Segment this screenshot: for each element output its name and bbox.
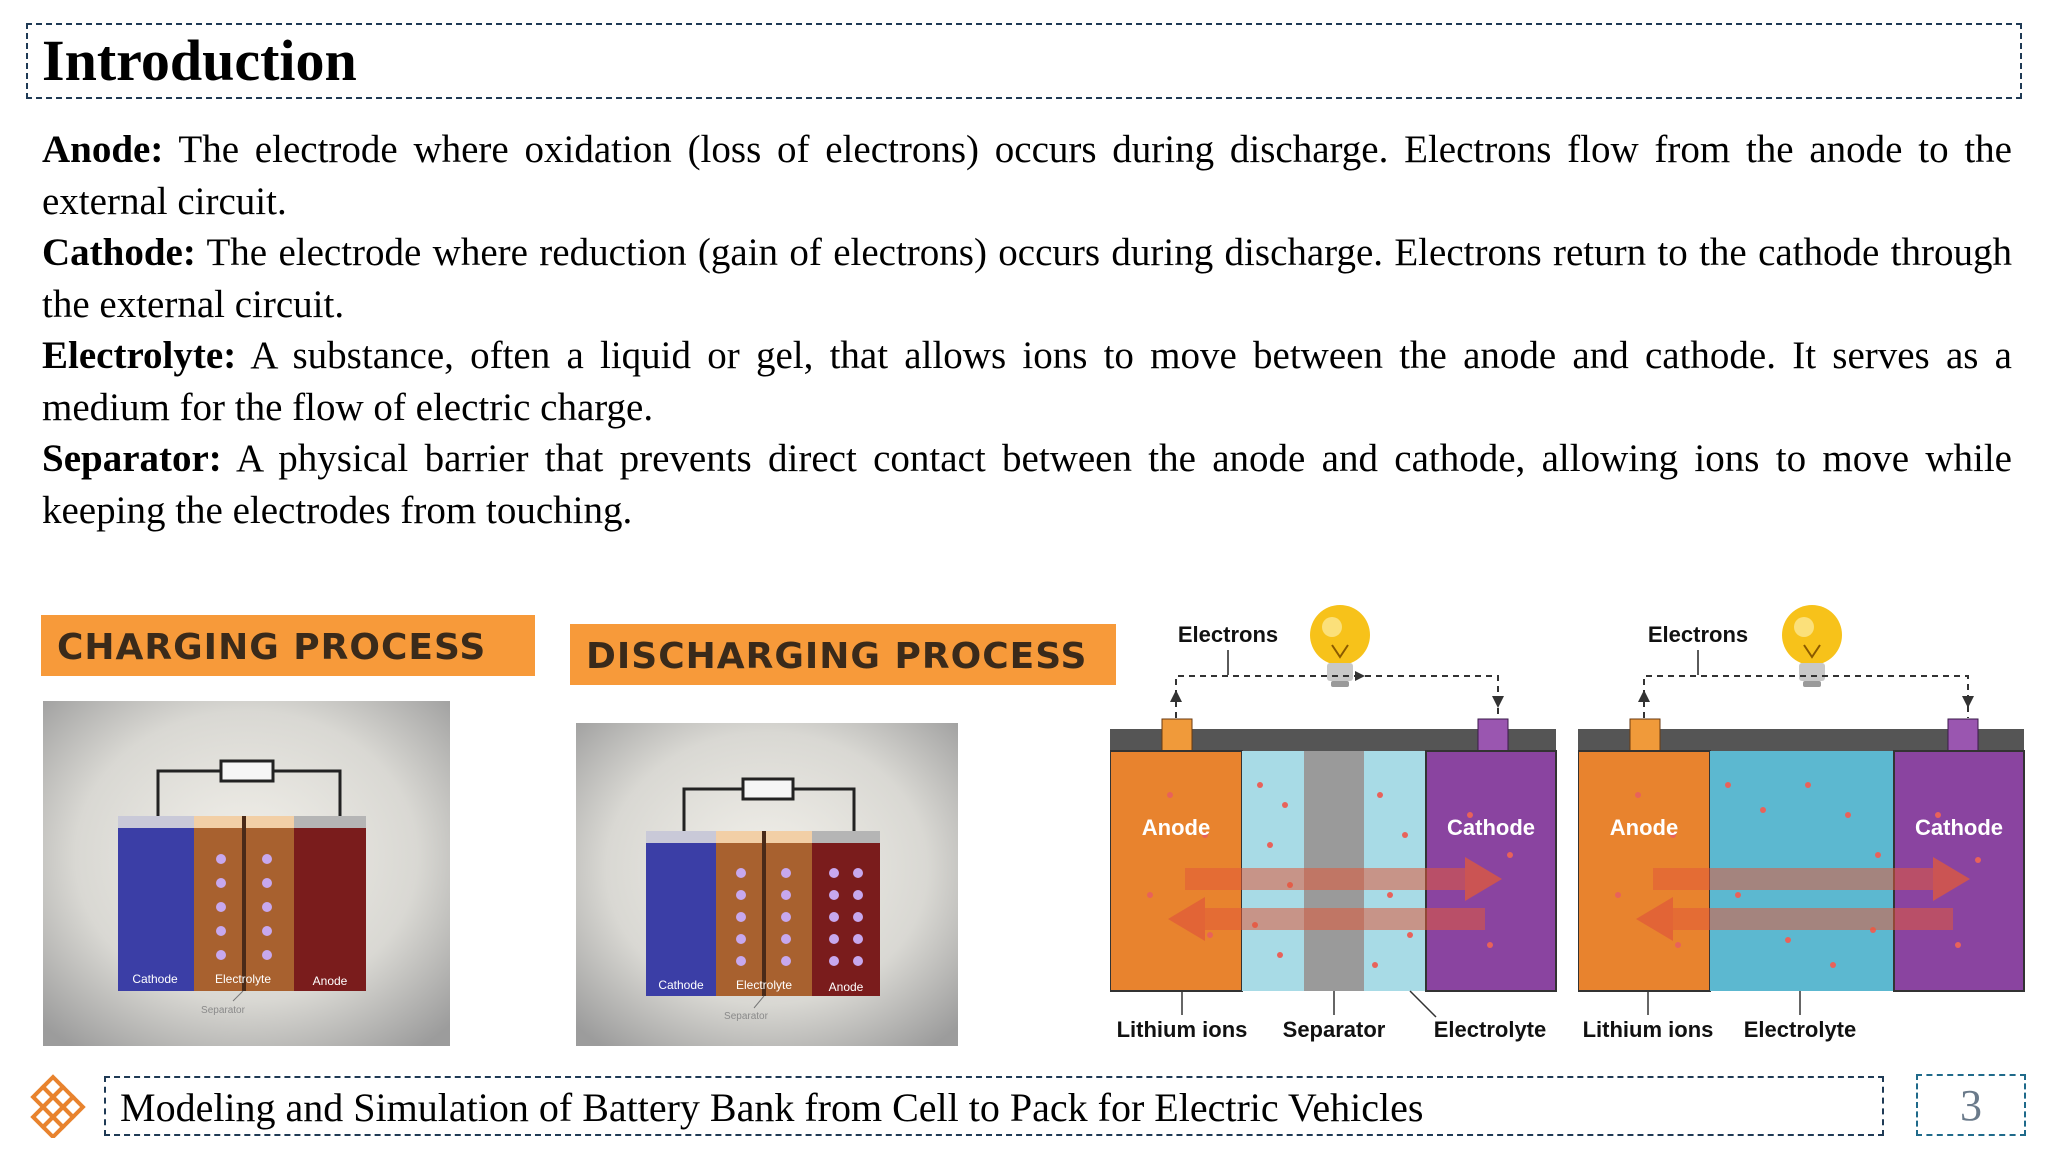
label-lithium-ions: Lithium ions: [1117, 1017, 1248, 1042]
definition-cathode: Cathode: The electrode where reduction (…: [42, 227, 2012, 330]
photo-label-cathode: Cathode: [132, 972, 178, 986]
definitions-block: Anode: The electrode where oxidation (lo…: [42, 124, 2012, 536]
charging-banner: CHARGING PROCESS: [41, 615, 535, 676]
label-electrons: Electrons: [1178, 622, 1278, 647]
definition-text: The electrode where oxidation (loss of e…: [42, 128, 2012, 223]
label-anode: Anode: [1142, 815, 1210, 840]
discharging-cell-image: Cathode Electrolyte Anode Separator: [576, 723, 958, 1046]
definition-anode: Anode: The electrode where oxidation (lo…: [42, 124, 2012, 227]
page-number-box: 3: [1916, 1074, 2026, 1136]
term-cathode: Cathode:: [42, 231, 196, 274]
label-separator: Separator: [1283, 1017, 1386, 1042]
label-anode: Anode: [1610, 815, 1678, 840]
definition-text: A substance, often a liquid or gel, that…: [42, 334, 2012, 429]
photo-label-separator: Separator: [724, 1011, 769, 1022]
discharging-banner: DISCHARGING PROCESS: [570, 624, 1116, 685]
photo-label-anode: Anode: [313, 974, 348, 988]
label-lithium-ions: Lithium ions: [1583, 1017, 1714, 1042]
charging-cell-image: Cathode Electrolyte Anode Separator: [43, 701, 450, 1046]
footer-title-box: Modeling and Simulation of Battery Bank …: [104, 1076, 1884, 1136]
battery-diagram-without-separator: Electrons Anode Cathode L: [1577, 595, 2038, 1055]
photo-label-cathode: Cathode: [658, 978, 704, 992]
term-anode: Anode:: [42, 128, 164, 171]
lightbulb-icon: [1782, 605, 1842, 687]
photo-label-electrolyte: Electrolyte: [736, 978, 792, 992]
footer-title: Modeling and Simulation of Battery Bank …: [120, 1085, 1424, 1130]
photo-label-electrolyte: Electrolyte: [215, 972, 271, 986]
title-box: Introduction: [26, 23, 2022, 99]
battery-diagram-with-separator: Electrons Anode C: [1109, 595, 1560, 1055]
definition-text: A physical barrier that prevents direct …: [42, 437, 2012, 532]
label-cathode: Cathode: [1915, 815, 2003, 840]
definition-text: The electrode where reduction (gain of e…: [42, 231, 2012, 326]
slide-title: Introduction: [42, 28, 357, 93]
lightbulb-icon: [1310, 605, 1370, 687]
endless-knot-logo-icon: [26, 1074, 90, 1140]
definition-separator: Separator: A physical barrier that preve…: [42, 433, 2012, 536]
label-electrolyte: Electrolyte: [1434, 1017, 1547, 1042]
label-electrolyte: Electrolyte: [1744, 1017, 1857, 1042]
definition-electrolyte: Electrolyte: A substance, often a liquid…: [42, 330, 2012, 433]
term-electrolyte: Electrolyte:: [42, 334, 237, 377]
photo-label-anode: Anode: [829, 980, 864, 994]
label-electrons: Electrons: [1648, 622, 1748, 647]
page-number: 3: [1960, 1081, 1982, 1130]
label-cathode: Cathode: [1447, 815, 1535, 840]
term-separator: Separator:: [42, 437, 222, 480]
photo-label-separator: Separator: [201, 1005, 246, 1016]
